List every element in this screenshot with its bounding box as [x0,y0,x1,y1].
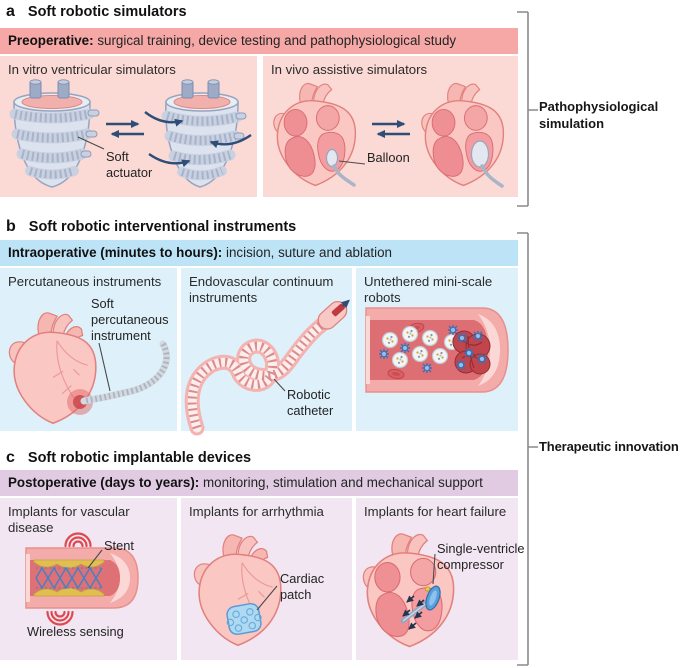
balloon-deflated [325,148,339,168]
blood-vessel-drawing [25,547,139,609]
panel-a-phase-keyword: Preoperative: [8,33,94,48]
column-label-implants-arrhythmia: Implants for arrhythmia [189,504,324,519]
heart-cross-section [273,82,357,187]
panel-a-letter: a [6,3,15,20]
soft-percutaneous-instrument-drawing [80,340,170,405]
twist-arrows-icon [144,111,252,168]
panel-a-title-row: a Soft robotic simulators [6,3,187,21]
annotation-single-ventricle-compressor: Single-ventricle compressor [437,541,525,573]
mini-robot-icon [421,362,433,374]
panel-b-title-row: b Soft robotic interventional instruments [6,218,296,236]
mini-robot-icon [456,332,468,344]
percutaneous-instrument-illustration [8,312,170,425]
panel-c-title-row: c Soft robotic implantable devices [6,449,251,467]
robotic-catheter-illustration [184,299,350,436]
compressor-disc [424,585,441,611]
panel-b-phase-text: incision, suture and ablation [222,245,393,260]
micro-robot-sphere [391,351,409,369]
panel-c-phase-keyword: Postoperative (days to years): [8,475,200,490]
catheter-leader-line [273,378,286,392]
annotation-wireless-sensing: Wireless sensing [27,624,124,639]
column-label-implants-heart-failure: Implants for heart failure [364,504,507,519]
ventricle-model-relaxed [9,79,100,188]
invivo-assistive-simulator-illustration [273,82,505,188]
balloon-leader-line [338,160,366,165]
panel-c-letter: c [6,449,15,466]
column-label-untethered-robots: Untethered mini-scale robots [364,274,493,306]
catheter-tip [317,299,350,330]
mini-robot-icon [399,342,411,354]
ventricle-compressor-illustration [362,533,455,648]
panel-c-phase-strip: Postoperative (days to years): monitorin… [0,470,518,496]
cardiac-patch-illustration [193,534,282,647]
continuum-vessel-drawing [184,315,332,436]
soft-actuator-leader-line [77,136,105,150]
mini-robot-icon [476,353,488,365]
balloon-inflated [470,140,490,168]
mini-robot-icon [378,348,390,360]
panel-b-phase-keyword: Intraoperative (minutes to hours): [8,245,223,260]
mini-robot-icon [463,347,475,359]
equilibrium-arrows-icon [372,120,410,138]
column-label-percutaneous-instruments: Percutaneous instruments [8,274,162,289]
annotation-balloon: Balloon [367,150,410,165]
panel-b-phase-strip: Intraoperative (minutes to hours): incis… [0,240,518,266]
column-label-endovascular-instruments: Endovascular continuum instruments [189,274,334,306]
compression-arrows-icon [402,595,425,630]
panel-a-phase-strip: Preoperative: surgical training, device … [0,28,518,54]
ventricle-model-twisting [144,79,252,188]
cardiac-patch-drawing [226,602,262,636]
compressor-leader-line [432,553,436,585]
equilibrium-arrows-icon [106,120,144,138]
micro-robot-sphere [411,345,429,363]
bracket-panels-b-c [517,232,538,666]
annotation-stent: Stent [104,538,134,553]
side-label-pathophysiological-simulation: Pathophysiological simulation [539,99,659,131]
heart-cross-section [421,82,505,187]
panel-b-letter: b [6,218,16,235]
micro-robot-sphere [421,329,439,347]
patch-leader-line [256,585,278,611]
column-label-implants-vascular: Implants for vascular disease [8,504,130,536]
panel-a-phase-text: surgical training, device testing and pa… [93,33,457,48]
micro-robot-sphere [381,331,399,349]
micro-robot-sphere [431,347,449,365]
mini-robot-icon [455,359,467,371]
panel-c-title: Soft robotic implantable devices [27,450,252,466]
plaque-upper [33,559,105,569]
column-label-invitro-simulators: In vitro ventricular simulators [8,62,176,77]
instrument-leader-line [98,342,111,392]
stent-illustration [25,532,139,626]
mini-robot-icon [472,330,484,342]
ventricular-simulator-illustration [9,79,252,188]
stent-mesh-drawing [35,566,103,590]
wireless-signal-icon [46,532,92,626]
panel-b-title: Soft robotic interventional instruments [28,219,297,235]
panel-a-title: Soft robotic simulators [27,4,187,20]
column-label-invivo-simulators: In vivo assistive simulators [271,62,428,77]
bracket-panel-a [517,11,538,207]
side-label-therapeutic-innovation: Therapeutic innovation [539,439,679,454]
mini-scale-robots-illustration [365,307,509,393]
annotation-cardiac-patch: Cardiac patch [280,571,325,603]
plaque-lower [33,587,105,597]
annotation-soft-percutaneous-instrument: Soft percutaneous instrument [91,296,169,344]
stent-leader-line [87,549,103,569]
annotation-robotic-catheter: Robotic catheter [287,387,334,419]
panel-c-phase-text: monitoring, stimulation and mechanical s… [199,475,483,490]
annotation-soft-actuator: Soft actuator [106,149,153,181]
micro-robot-sphere [401,325,419,343]
